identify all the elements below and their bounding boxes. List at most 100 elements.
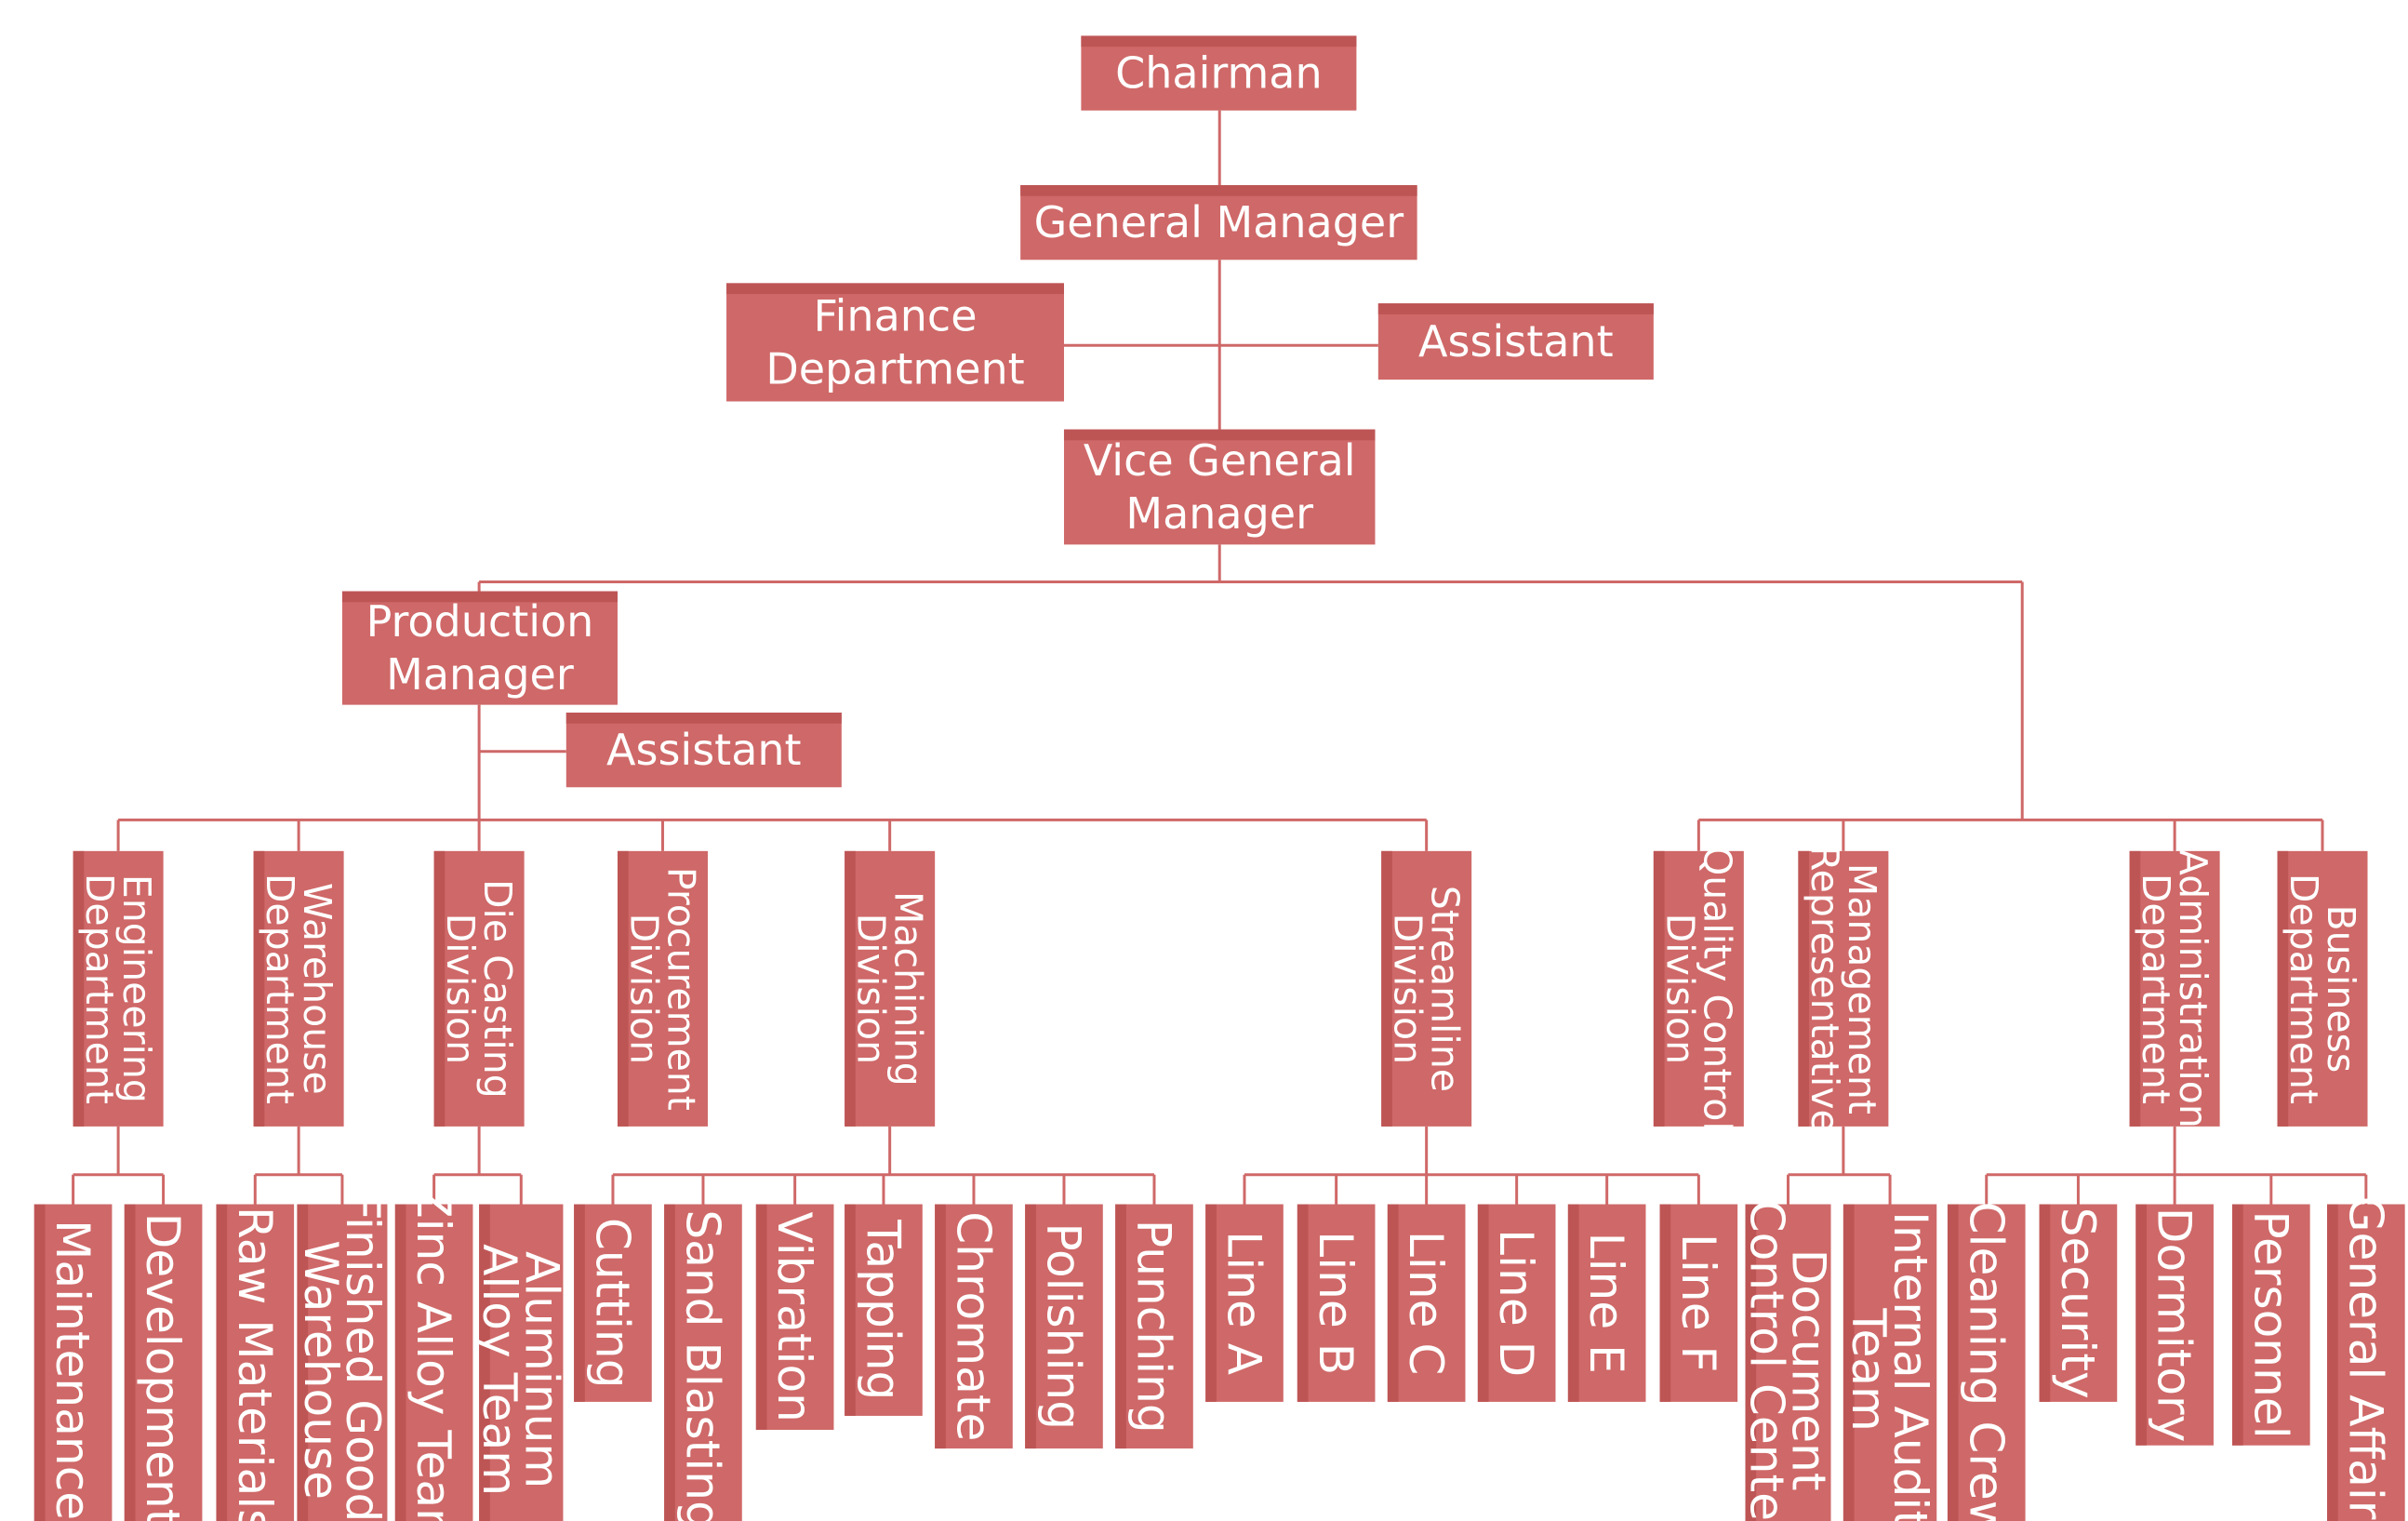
production-manager-box-box	[341, 591, 618, 705]
team-line-e-label: Line E	[1579, 1233, 1634, 1374]
team-document-control-band	[1745, 1204, 1757, 1521]
team-internal-audit-band	[1843, 1204, 1855, 1521]
team-cleaning-crew-box	[1947, 1204, 2026, 1521]
team-line-d-label: Line D	[1489, 1229, 1544, 1377]
division-warehouse-band	[253, 850, 265, 1127]
division-warehouse-box	[253, 850, 344, 1127]
division-engineering-label: Department	[77, 874, 122, 1104]
chairman-box-box	[1081, 35, 1357, 111]
team-punching: Punching	[1115, 1204, 1193, 1449]
assistant-box-label: Assistant	[1418, 316, 1614, 367]
division-quality-control-label: Division	[1657, 914, 1702, 1064]
team-document-control-box	[1745, 1204, 1831, 1521]
assistant-box-box	[1377, 303, 1654, 380]
connector-lines	[72, 110, 2368, 1205]
production-manager-box-band	[341, 591, 618, 603]
team-line-d-band	[1477, 1204, 1489, 1402]
team-general-affairs-label: General Affairs	[2338, 1196, 2393, 1521]
team-tapping: Tapping	[845, 1204, 923, 1416]
team-punching-label: Punching	[1126, 1220, 1181, 1434]
team-polishing-box	[1025, 1204, 1103, 1449]
team-line-f-label: Line F	[1671, 1234, 1726, 1372]
general-manager-box-box	[1020, 185, 1417, 260]
team-line-d: Line D	[1477, 1204, 1556, 1402]
team-line-d-box	[1477, 1204, 1556, 1402]
team-line-b-box	[1297, 1204, 1376, 1402]
production-assistant-box-label: Assistant	[606, 725, 802, 775]
general-manager-box-band	[1020, 185, 1417, 196]
team-cutting: Cutting	[574, 1204, 652, 1402]
vice-general-manager-box-box	[1063, 429, 1376, 545]
team-dormitory-band	[2135, 1204, 2148, 1446]
division-management-rep-label: Representative	[1803, 845, 1847, 1133]
team-cleaning-crew: Cleaning Crew	[1947, 1201, 2026, 1521]
team-finished-goods-label: Finished Goods	[336, 1194, 391, 1521]
division-administration-band	[2129, 850, 2141, 1127]
team-tapping-band	[845, 1204, 856, 1416]
team-security: Security	[2039, 1204, 2118, 1402]
team-security-band	[2039, 1204, 2051, 1402]
division-management-rep-box	[1798, 850, 1889, 1127]
team-development-band	[124, 1204, 136, 1521]
team-line-c-box	[1387, 1204, 1466, 1402]
chairman-box-label: Chairman	[1115, 48, 1323, 99]
division-die-casting-label: Die Casting	[475, 879, 520, 1099]
assistant-box-band	[1377, 303, 1654, 314]
team-personnel-band	[2232, 1204, 2243, 1446]
team-finished-goods-label: Warehouse	[294, 1240, 349, 1500]
team-line-a-band	[1205, 1204, 1217, 1402]
production-assistant-box: Assistant	[565, 712, 842, 788]
team-general-affairs-band	[2327, 1204, 2338, 1521]
general-manager-box: General Manager	[1020, 185, 1417, 260]
team-line-c: Line C	[1387, 1204, 1466, 1402]
team-raw-materials-band	[216, 1204, 228, 1521]
assistant-box: Assistant	[1377, 303, 1654, 380]
team-line-e: Line E	[1567, 1204, 1646, 1402]
team-sand-blasting-label: Sand Blasting	[675, 1209, 730, 1521]
team-dormitory-label: Dormitory	[2148, 1207, 2202, 1443]
team-maintenance-band	[33, 1204, 46, 1521]
division-streamline-box	[1381, 850, 1472, 1127]
team-dormitory: Dormitory	[2135, 1204, 2214, 1446]
team-punching-box	[1115, 1204, 1193, 1449]
team-chromate-box	[935, 1204, 1013, 1449]
team-aluminum-alloy-label: Alloy Team	[472, 1244, 527, 1496]
division-business-label: Business	[2319, 904, 2363, 1073]
team-sand-blasting-band	[664, 1204, 675, 1521]
division-warehouse-label: Warehouse	[295, 883, 339, 1095]
team-cutting-band	[574, 1204, 585, 1402]
team-cleaning-crew-label: Cleaning Crew	[1959, 1201, 2014, 1521]
division-procurement-band	[617, 850, 629, 1127]
team-raw-materials: Raw Materials	[216, 1204, 295, 1521]
division-streamline-label: Streamline	[1423, 886, 1468, 1092]
team-aluminum-alloy-box	[479, 1204, 564, 1521]
division-administration-label: Department	[2134, 874, 2178, 1104]
team-zinc-alloy-band	[394, 1204, 406, 1521]
division-administration-label: Administration	[2171, 849, 2215, 1128]
division-engineering-label: Engineering	[114, 874, 159, 1103]
vice-general-manager-box-label: Manager	[1125, 488, 1313, 539]
division-business-band	[2277, 850, 2289, 1127]
division-engineering-box	[73, 850, 164, 1127]
team-dormitory-box	[2135, 1204, 2214, 1446]
division-die-casting-box	[433, 850, 525, 1127]
team-maintenance-label: Maintenance	[46, 1220, 100, 1520]
division-machining-box	[845, 850, 936, 1127]
team-zinc-alloy: Zinc Alloy Team	[394, 1186, 473, 1521]
team-finished-goods-band	[297, 1204, 309, 1521]
team-development-box	[124, 1204, 203, 1521]
team-cutting-label: Cutting	[585, 1218, 640, 1389]
division-administration-box	[2129, 850, 2220, 1127]
team-personnel-box	[2232, 1204, 2310, 1446]
team-line-b-label: Line B	[1309, 1231, 1364, 1375]
team-line-c-label: Line C	[1399, 1231, 1454, 1376]
team-maintenance-box	[33, 1204, 113, 1521]
team-security-box	[2039, 1204, 2118, 1402]
